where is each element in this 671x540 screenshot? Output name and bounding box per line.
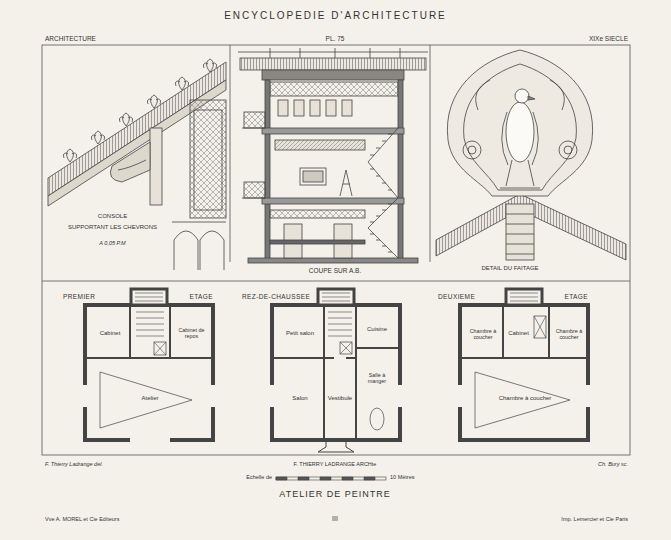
room-name: Atelier [140, 395, 159, 402]
drawing-title: SUPPORTANT LES CHEVRONS [50, 224, 175, 231]
room-label-box: Salon [278, 362, 322, 434]
scale-label: Echelle de [222, 474, 272, 480]
room-label-box: Chambre à coucher [466, 362, 584, 434]
plate-caption: ATELIER DE PEINTRE [185, 489, 485, 499]
scale-label: 10 Mètres [390, 474, 414, 480]
room-name: Cabinet [99, 330, 122, 337]
floor-plan: PREMIER ETAGE Cabinet Cabinet de reposAtel… [55, 286, 230, 451]
room-label-box: Cuisine [358, 312, 396, 346]
room-label-box: Salle à manger [358, 350, 396, 406]
room-name: Cabinet de repos [175, 327, 208, 339]
room-label-box: Cabinet [92, 312, 128, 354]
room-label-box: Chambre à coucher [552, 312, 586, 356]
room-name: Vestibule [327, 395, 353, 402]
room-label-box: Cabinet [505, 314, 532, 352]
page-number: III [315, 515, 355, 523]
plan-heading: REZ-DE-CHAUSSEE [242, 293, 314, 300]
plan-heading: DEUXIEME ETAGE [438, 293, 588, 300]
room-name: Salle à manger [358, 372, 396, 384]
room-name: Salon [291, 395, 308, 402]
printer: Imp. Lemercier et Cie Paris [520, 516, 628, 522]
room-label-box: Petit salon [278, 312, 322, 354]
plan-heading: PREMIER ETAGE [63, 293, 213, 300]
room-name: Cuisine [366, 326, 388, 333]
drawing-title: COUPE SUR A.B. [280, 267, 390, 274]
plate-number: PL. 75 [300, 35, 370, 42]
drawing-title: CONSOLE [55, 213, 170, 220]
period-label: XIXe SIECLE [540, 35, 628, 42]
scale-note: A 0,05 P.M [55, 240, 170, 246]
room-name: Chambre à coucher [465, 328, 501, 340]
room-name: Chambre à coucher [498, 395, 553, 402]
room-label-box: Cabinet de repos [175, 312, 208, 354]
section-label: ARCHITECTURE [45, 35, 96, 42]
credit: F. Thierry Ladrange del. [45, 461, 103, 467]
room-name: Chambre à coucher [552, 328, 586, 340]
room-label-box: Vestibule [326, 362, 354, 434]
credit: F. THIERRY LADRANGE ARCHte [245, 461, 425, 467]
drawing-title: DETAIL DU FAITAGE [455, 265, 565, 272]
room-label-box: Chambre à coucher [465, 312, 501, 356]
room-name: Cabinet [507, 330, 530, 337]
credit: Ch. Bury sc. [545, 461, 628, 467]
floor-plan: DEUXIEME ETAGEChambre à coucherCabinetCh… [430, 286, 605, 451]
room-name: Petit salon [285, 330, 315, 337]
publisher: Vve A. MOREL et Cie Editeurs [45, 516, 119, 522]
floor-plan: REZ-DE-CHAUSSEE Petit salon CuisineSalon Ve… [242, 286, 417, 451]
room-label-box: Atelier [92, 362, 208, 434]
plate-title: ENCYCLOPEDIE D'ARCHITECTURE [0, 10, 671, 22]
